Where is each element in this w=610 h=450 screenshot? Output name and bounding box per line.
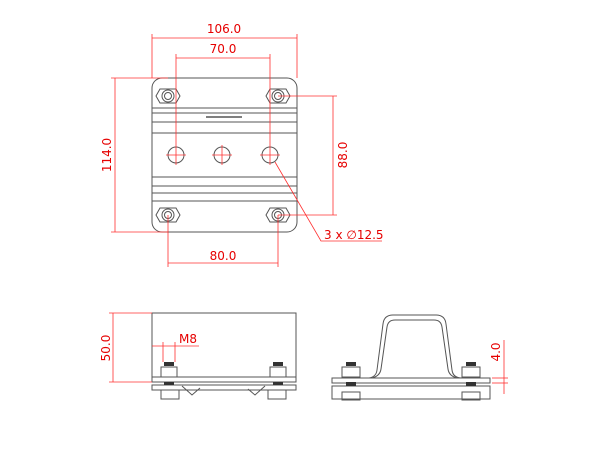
bottom-plate — [151, 384, 297, 391]
dim-hole-pitch: 70.0 — [210, 42, 237, 56]
hat-bracket-outer — [366, 314, 463, 379]
clip — [247, 385, 266, 396]
bottom-plate — [331, 385, 491, 400]
top-plate — [331, 377, 491, 384]
dim-overall-height: 114.0 — [100, 138, 114, 172]
mounting-holes — [166, 145, 280, 165]
clip — [181, 385, 201, 396]
dim-thickness: 4.0 — [489, 342, 503, 361]
front-view: 4.0 — [331, 314, 508, 401]
bolt-nut-icon — [341, 362, 481, 401]
top-plate — [151, 376, 297, 383]
hat-bracket-inner — [371, 319, 458, 379]
dim-bolt-vertical-pitch: 88.0 — [336, 142, 350, 169]
hole-callout: 3 x ∅12.5 — [324, 228, 384, 242]
dimension-lines — [109, 312, 199, 383]
dimension-lines — [111, 34, 382, 267]
bolt-nut-icon — [160, 362, 287, 400]
plate-grooves — [152, 107, 297, 202]
dim-overall-width: 106.0 — [207, 22, 241, 36]
top-view: 106.0 70.0 114.0 88.0 80.0 3 x ∅12.5 — [100, 22, 384, 267]
base-plate — [151, 77, 298, 233]
dimension-lines — [492, 340, 508, 394]
dim-thread: M8 — [179, 332, 197, 346]
dim-bolt-horizontal-pitch: 80.0 — [210, 249, 237, 263]
side-view: 50.0 M8 — [99, 312, 297, 400]
dim-side-height: 50.0 — [99, 335, 113, 362]
